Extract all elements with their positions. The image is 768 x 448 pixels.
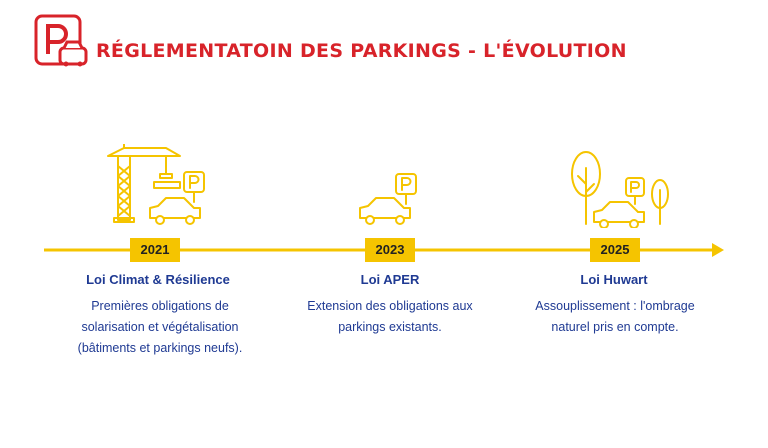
trees-car-icon [571, 151, 669, 228]
year-badge-2021: 2021 [130, 238, 180, 262]
law-title: Loi APER [360, 272, 420, 287]
description-line: Extension des obligations aux [307, 299, 473, 313]
description-line: parkings existants. [338, 320, 442, 334]
description-line: Assouplissement : l'ombrage [535, 299, 695, 313]
car-parking-sign-icon [359, 173, 417, 225]
parking-car-icon [34, 14, 88, 67]
description-line: naturel pris en compte. [551, 320, 679, 334]
crane-car-icon [107, 144, 205, 225]
description-line: Premières obligations de [91, 299, 229, 313]
law-description: Premières obligations de solarisation et… [40, 296, 280, 359]
law-title: Loi Climat & Résilience [86, 272, 230, 287]
page-title: RÉGLEMENTATOIN DES PARKINGS - L'ÉVOLUTIO… [96, 40, 627, 62]
law-description: Assouplissement : l'ombrage naturel pris… [495, 296, 735, 338]
year-badge-2025: 2025 [590, 238, 640, 262]
description-line: solarisation et végétalisation [81, 320, 239, 334]
description-line: (bâtiments et parkings neufs). [77, 341, 243, 355]
law-title: Loi Huwart [580, 272, 648, 287]
law-description: Extension des obligations aux parkings e… [270, 296, 510, 338]
year-badge-2023: 2023 [365, 238, 415, 262]
